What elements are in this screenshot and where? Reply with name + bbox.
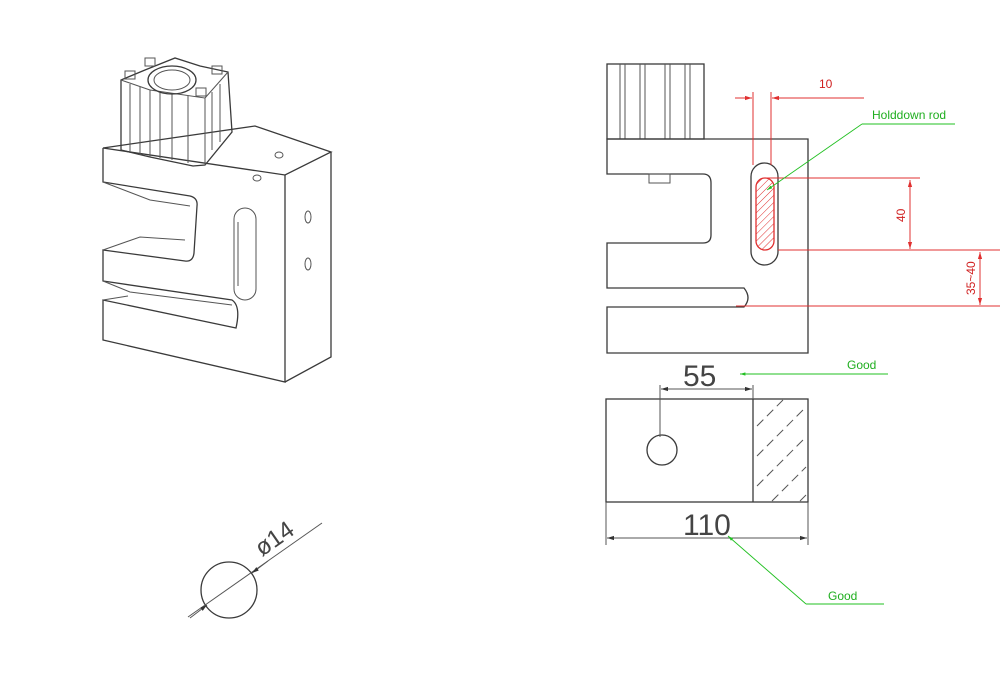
good-bottom-label: Good	[828, 589, 857, 603]
dimension-10: 10	[735, 77, 864, 165]
dimension-10-label: 10	[819, 77, 833, 91]
holddown-rod-hatch	[755, 177, 775, 251]
diameter-detail: ø14	[187, 516, 323, 619]
dimension-40: 40	[765, 177, 1000, 251]
dimension-110-label: 110	[683, 509, 731, 542]
dimension-110: 110	[605, 502, 809, 545]
good-bottom-annotation: Good	[727, 535, 884, 605]
isometric-view	[102, 57, 333, 383]
section-view	[605, 398, 809, 503]
dimension-35-40: 35~40	[736, 252, 1000, 307]
dimension-35-40-label: 35~40	[964, 261, 978, 295]
dimension-40-label: 40	[894, 208, 908, 222]
good-top-label: Good	[847, 358, 876, 372]
holddown-rod-label: Holddown rod	[872, 108, 946, 122]
good-top-annotation: Good	[740, 358, 888, 376]
holddown-rod-annotation: Holddown rod	[766, 108, 955, 191]
dimension-55-label: 55	[683, 360, 716, 393]
diameter-label: ø14	[250, 516, 299, 562]
dimension-55: 55	[659, 360, 754, 437]
isometric-cylinder	[120, 57, 233, 167]
front-view	[606, 63, 809, 354]
